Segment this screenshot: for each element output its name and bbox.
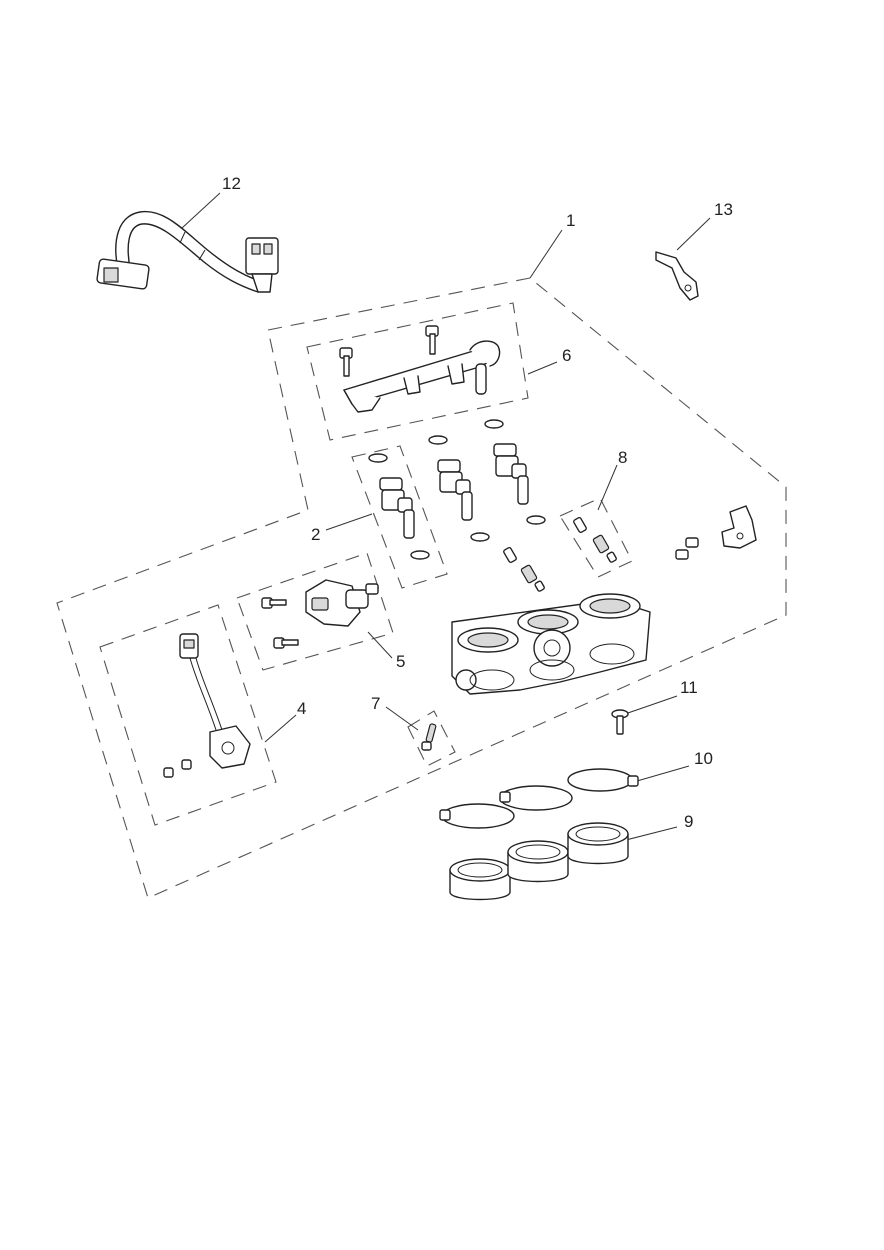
intake-rubbers-9 [449,822,629,901]
callout-4: 4 [297,699,306,718]
callout-9: 9 [684,812,693,831]
callout-8: 8 [618,448,627,467]
callout-5: 5 [396,652,405,671]
callout-7: 7 [371,694,380,713]
side-bracket [675,505,757,560]
fuel-rail-6 [339,325,501,413]
adjust-screws [503,546,545,592]
callout-13: 13 [714,200,733,219]
outline-sensor-4 [99,604,277,826]
sensor-4 [163,633,251,778]
o-rings [368,419,546,560]
callout-labels: 1 2 4 5 6 7 8 9 10 11 12 13 [222,174,733,831]
group-outlines [56,277,787,899]
injector-left [379,477,415,539]
fuel-hose-12 [96,210,279,293]
injectors-2 [379,443,529,539]
callout-2: 2 [311,525,320,544]
screw-7 [421,723,437,751]
screw-11 [611,709,629,735]
outline-fuel-rail-6 [306,302,529,441]
screws-8 [573,516,617,563]
callout-1: 1 [566,211,575,230]
outline-injector-2 [351,445,448,589]
callout-10: 10 [694,749,713,768]
outline-screw-7 [407,710,456,767]
sensor-5 [261,579,379,649]
leader-lines [181,192,711,842]
callout-12: 12 [222,174,241,193]
injector-middle [437,459,473,521]
throttle-body [451,593,651,695]
callout-6: 6 [562,346,571,365]
callout-11: 11 [680,678,698,697]
outline-screws-8 [559,497,633,578]
bracket-13 [655,251,699,301]
clamps-10 [439,768,639,829]
injector-right [493,443,529,505]
